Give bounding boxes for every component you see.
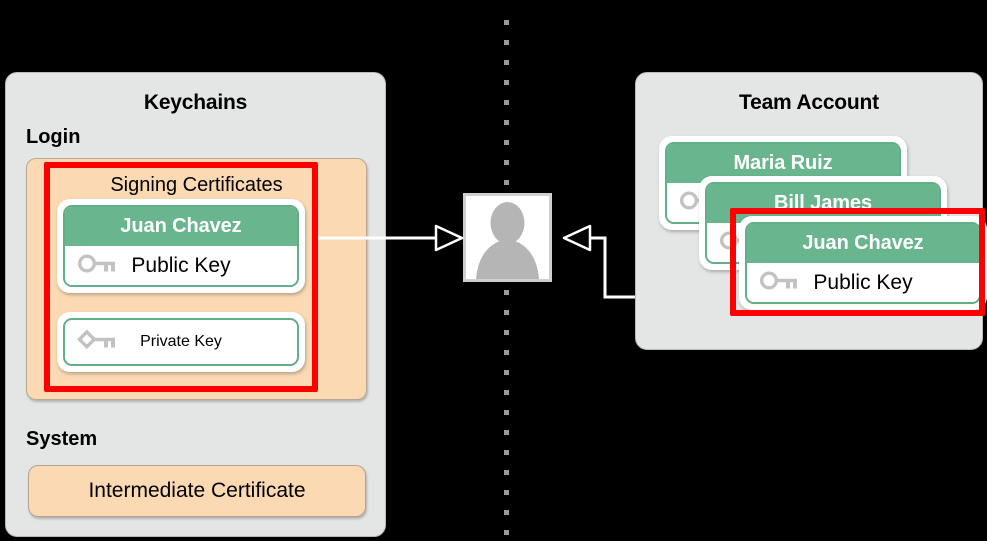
team-account-panel: Team Account Maria Ruiz Public Key	[635, 72, 987, 350]
person-silhouette-icon	[476, 202, 539, 279]
signing-certificates-label: Signing Certificates	[110, 174, 283, 196]
highlight-ring-signing-certificates	[44, 162, 318, 392]
team-account-title: Team Account	[739, 91, 879, 114]
vertical-dotted-divider-lower	[504, 290, 509, 540]
section-label-system: System	[26, 428, 98, 450]
public-key-icon	[77, 252, 119, 279]
cert-card-body: Public Key	[747, 263, 979, 302]
highlight-ring-team-juan-chavez	[730, 208, 985, 316]
cert-card-key-label: Public Key	[131, 253, 231, 277]
page-title: Keychains	[143, 91, 248, 114]
cert-card-juan-chavez[interactable]: Juan Chavez Public Key	[57, 199, 305, 293]
private-key-icon	[77, 328, 119, 357]
private-key-label: Private Key	[140, 333, 222, 350]
cert-card-inner: Juan Chavez Public Key	[63, 205, 299, 287]
intermediate-certificate-item[interactable]: Intermediate Certificate	[28, 465, 366, 517]
intermediate-certificate-label: Intermediate Certificate	[88, 479, 306, 502]
cert-card-name: Juan Chavez	[747, 224, 979, 263]
person-avatar-icon	[463, 193, 552, 282]
section-label-login: Login	[26, 126, 81, 148]
private-key-card[interactable]: Private Key	[57, 312, 305, 372]
team-cert-card-juan-chavez[interactable]: Juan Chavez Public Key	[739, 216, 987, 310]
public-key-icon	[759, 269, 801, 296]
cert-card-name: Juan Chavez	[65, 207, 297, 246]
keychains-panel: Keychains Login System Signing Certifica…	[5, 72, 386, 537]
vertical-dotted-divider	[504, 20, 509, 190]
private-key-card-inner: Private Key	[63, 318, 299, 366]
cert-card-inner: Juan Chavez Public Key	[745, 222, 981, 304]
cert-card-body: Public Key	[65, 246, 297, 285]
cert-card-key-label: Public Key	[813, 270, 913, 294]
